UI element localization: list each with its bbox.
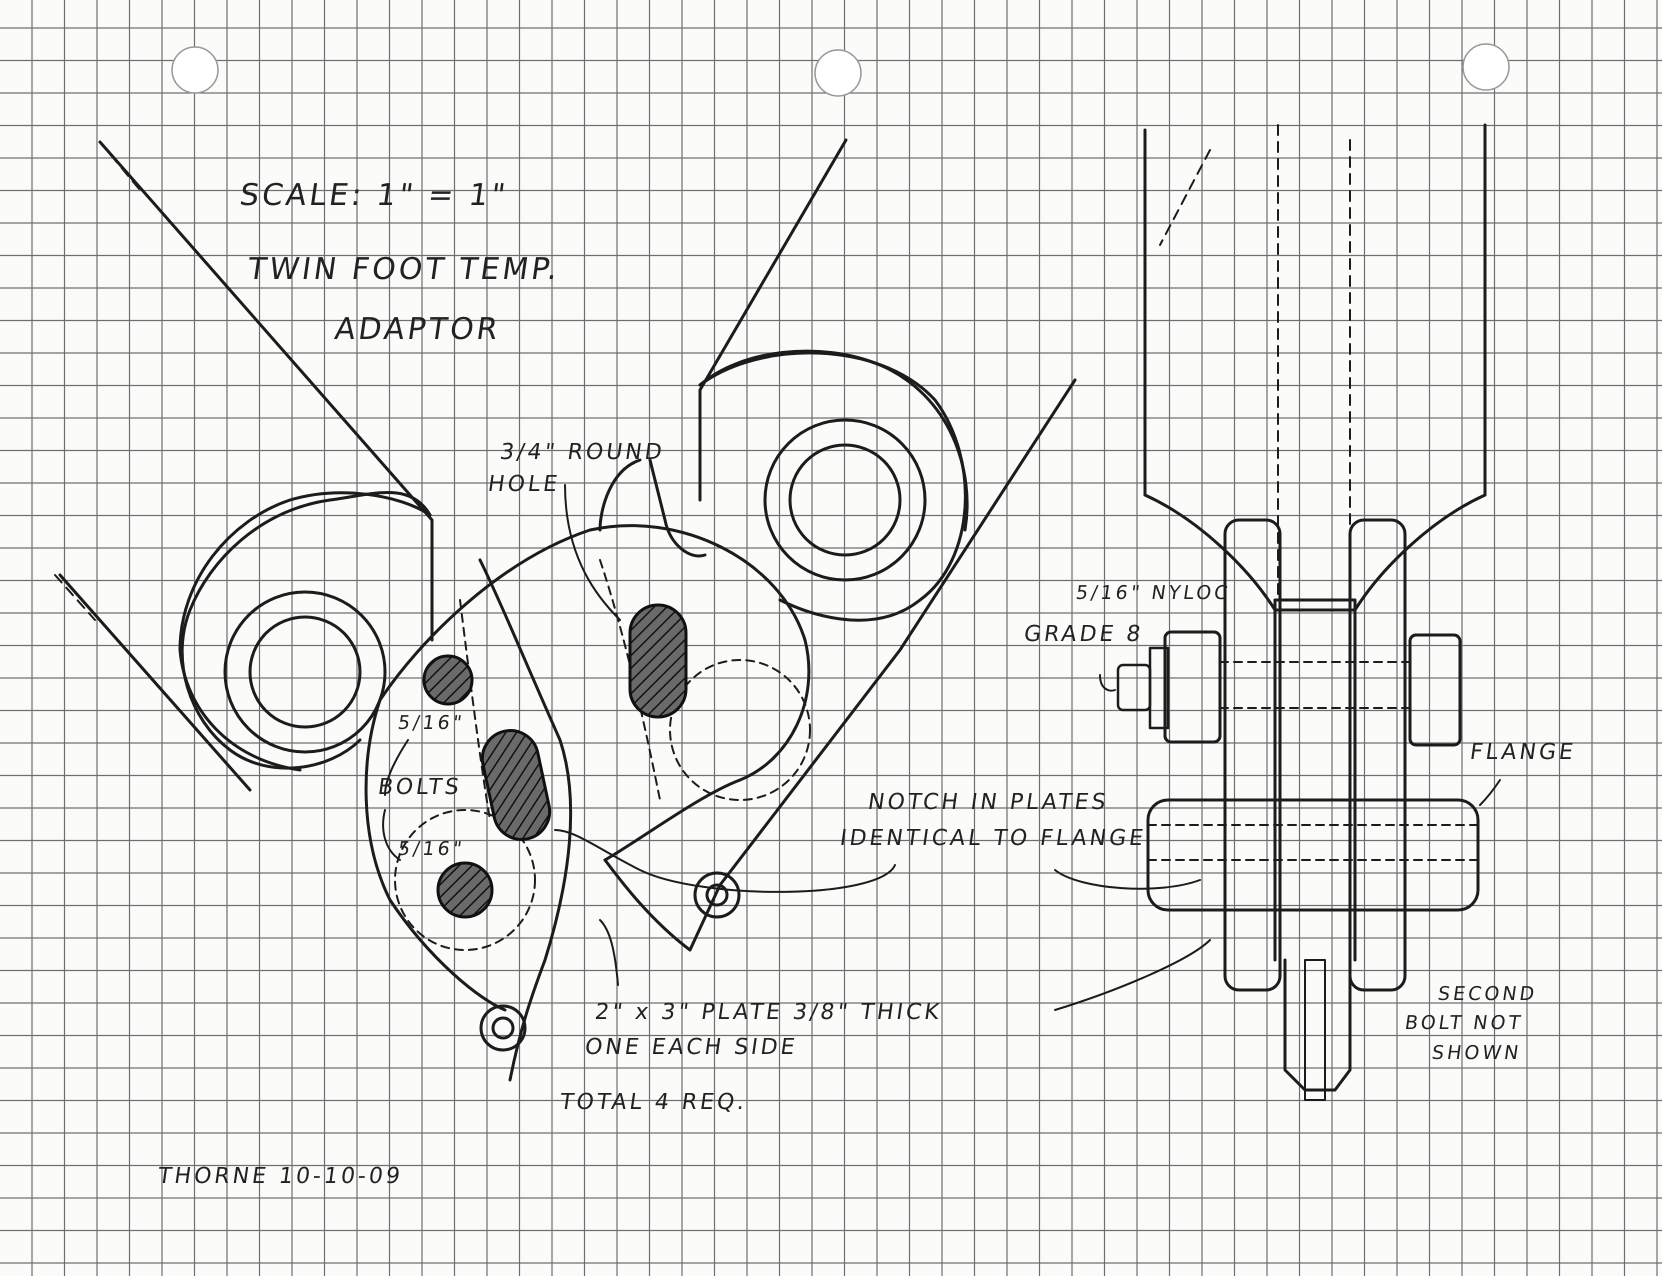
left-foot-hole-outer (223, 590, 387, 754)
nyloc-label: 5/16" NYLOC (1074, 582, 1232, 604)
right-foot-hole-outer (763, 418, 927, 582)
notch-label-line1: NOTCH IN PLATES (866, 790, 1111, 815)
right-foot-outline (698, 138, 1077, 887)
plate-dashed-circle-right (669, 659, 811, 801)
bolt-size-lower-label: 5/16" (396, 838, 466, 860)
total-label: TOTAL 4 REQ. (558, 1090, 750, 1115)
plate-pivot-circle-right (693, 871, 741, 919)
adaptor-plate (364, 458, 811, 1082)
bolt-lower (436, 861, 494, 919)
plate-label-line1: 2" x 3" PLATE 3/8" THICK (593, 1000, 944, 1025)
plate-label-line2: ONE EACH SIDE (583, 1035, 800, 1060)
leader-lines (382, 484, 1501, 1011)
side-view-assembly (1143, 123, 1487, 1101)
round-hole-slot (628, 603, 688, 719)
bolt-upper (422, 654, 474, 706)
left-foot-outline (54, 140, 434, 792)
scale-label: SCALE: 1" = 1" (237, 178, 511, 213)
binder-holes (171, 43, 1510, 97)
binder-hole-center (814, 49, 862, 97)
flange-side (1146, 798, 1480, 912)
bolt-size-upper-label: 5/16" (396, 712, 466, 734)
title-line1: TWIN FOOT TEMP. (245, 252, 563, 287)
signature-label: THORNE 10-10-09 (156, 1164, 405, 1189)
plate-pivot-dot-right (705, 883, 729, 907)
binder-hole-right (1462, 43, 1510, 91)
binder-hole-left (171, 46, 219, 94)
right-foot-hole-inner (788, 443, 902, 557)
plate-dashed-circle-left (394, 809, 536, 951)
second-bolt-label-line1: SECOND (1436, 983, 1539, 1005)
round-hole-label-line2: HOLE (486, 472, 562, 497)
title-line2: ADAPTOR (332, 312, 503, 347)
round-hole-label-line1: 3/4" ROUND (498, 440, 667, 465)
nyloc-bolt-side (1116, 630, 1462, 747)
second-bolt-label-line2: BOLT NOT (1403, 1012, 1525, 1034)
left-foot-hole-inner (248, 615, 362, 729)
second-bolt-label-line3: SHOWN (1430, 1042, 1523, 1064)
flange-label: FLANGE (1468, 740, 1578, 765)
notch-label-line2: IDENTICAL TO FLANGE (838, 826, 1148, 851)
plate-pivot-circle-left (479, 1004, 527, 1052)
bolts-label: BOLTS (376, 775, 464, 800)
notch-slot (480, 729, 552, 841)
grade-label: GRADE 8 (1022, 622, 1146, 647)
plate-pivot-dot-left (491, 1016, 515, 1040)
